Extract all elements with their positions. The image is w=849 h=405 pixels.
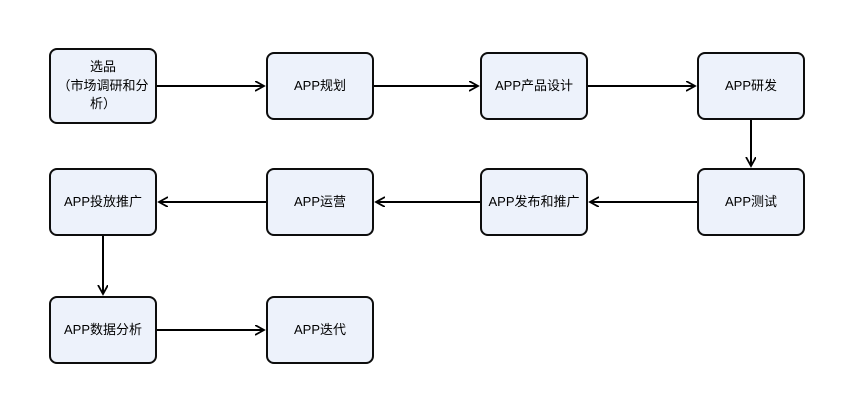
- flow-node-n5: APP测试: [697, 168, 805, 236]
- edges-group: [103, 86, 751, 330]
- flow-node-label: APP产品设计: [494, 77, 573, 93]
- flow-node-n10: APP迭代: [266, 296, 374, 364]
- flow-node-label: APP测试: [724, 193, 777, 209]
- flow-node-label: APP发布和推广: [488, 193, 580, 209]
- flow-node-n2: APP规划: [266, 52, 374, 120]
- flow-node-n6: APP发布和推广: [480, 168, 588, 236]
- flow-node-n9: APP数据分析: [49, 296, 157, 364]
- flow-node-label: APP研发: [724, 77, 777, 93]
- flow-node-label: APP数据分析: [63, 321, 142, 337]
- flow-node-n3: APP产品设计: [480, 52, 588, 120]
- flow-node-label: APP投放推广: [63, 193, 142, 209]
- flow-node-n4: APP研发: [697, 52, 805, 120]
- flow-node-n1: 选品 （市场调研和分析）: [49, 48, 157, 124]
- flow-node-label: APP规划: [293, 77, 346, 93]
- flow-node-label: APP迭代: [293, 321, 346, 337]
- flow-node-n7: APP运营: [266, 168, 374, 236]
- flow-node-label: APP运营: [293, 193, 346, 209]
- flow-node-label: 选品 （市场调研和分析）: [57, 58, 149, 112]
- flow-node-n8: APP投放推广: [49, 168, 157, 236]
